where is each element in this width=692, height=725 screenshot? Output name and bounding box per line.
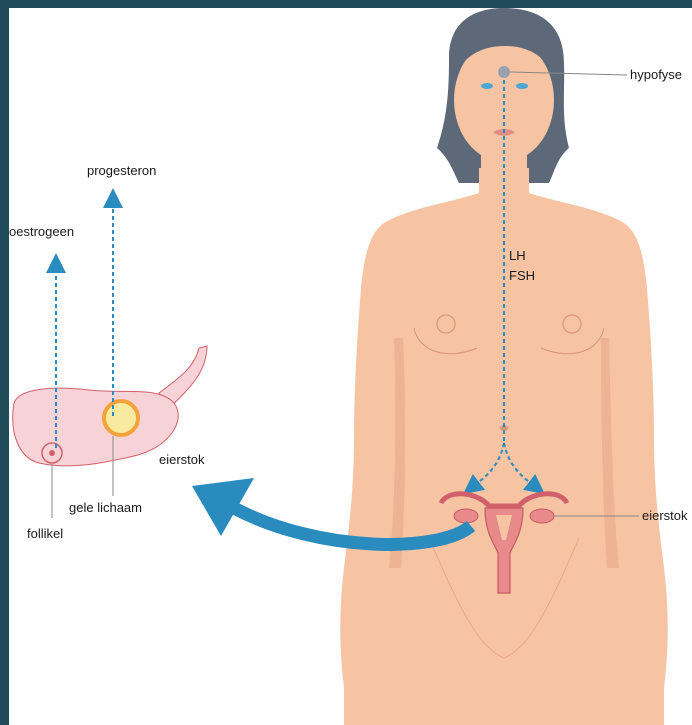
pituitary-gland (498, 66, 510, 78)
label-fsh: FSH (509, 268, 535, 283)
label-lh: LH (509, 248, 526, 263)
label-hypofyse: hypofyse (630, 67, 682, 82)
corpus-luteum (104, 401, 138, 435)
follicle-core (49, 450, 55, 456)
label-eierstok-body: eierstok (642, 508, 688, 523)
ovary-detail (13, 346, 207, 466)
ovary-shape (13, 388, 179, 466)
diagram-canvas: hypofyse LH FSH eierstok progesteron oes… (9, 8, 692, 725)
label-progesteron: progesteron (87, 163, 156, 178)
label-oestrogeen: oestrogeen (9, 224, 74, 239)
left-eye (481, 83, 493, 89)
left-ovary (454, 509, 478, 523)
label-gele-lichaam: gele lichaam (69, 500, 142, 515)
hormone-diagram: hypofyse LH FSH eierstok progesteron oes… (9, 8, 692, 725)
right-ovary (530, 509, 554, 523)
label-follikel: follikel (27, 526, 63, 541)
label-eierstok-detail: eierstok (159, 452, 205, 467)
right-eye (516, 83, 528, 89)
